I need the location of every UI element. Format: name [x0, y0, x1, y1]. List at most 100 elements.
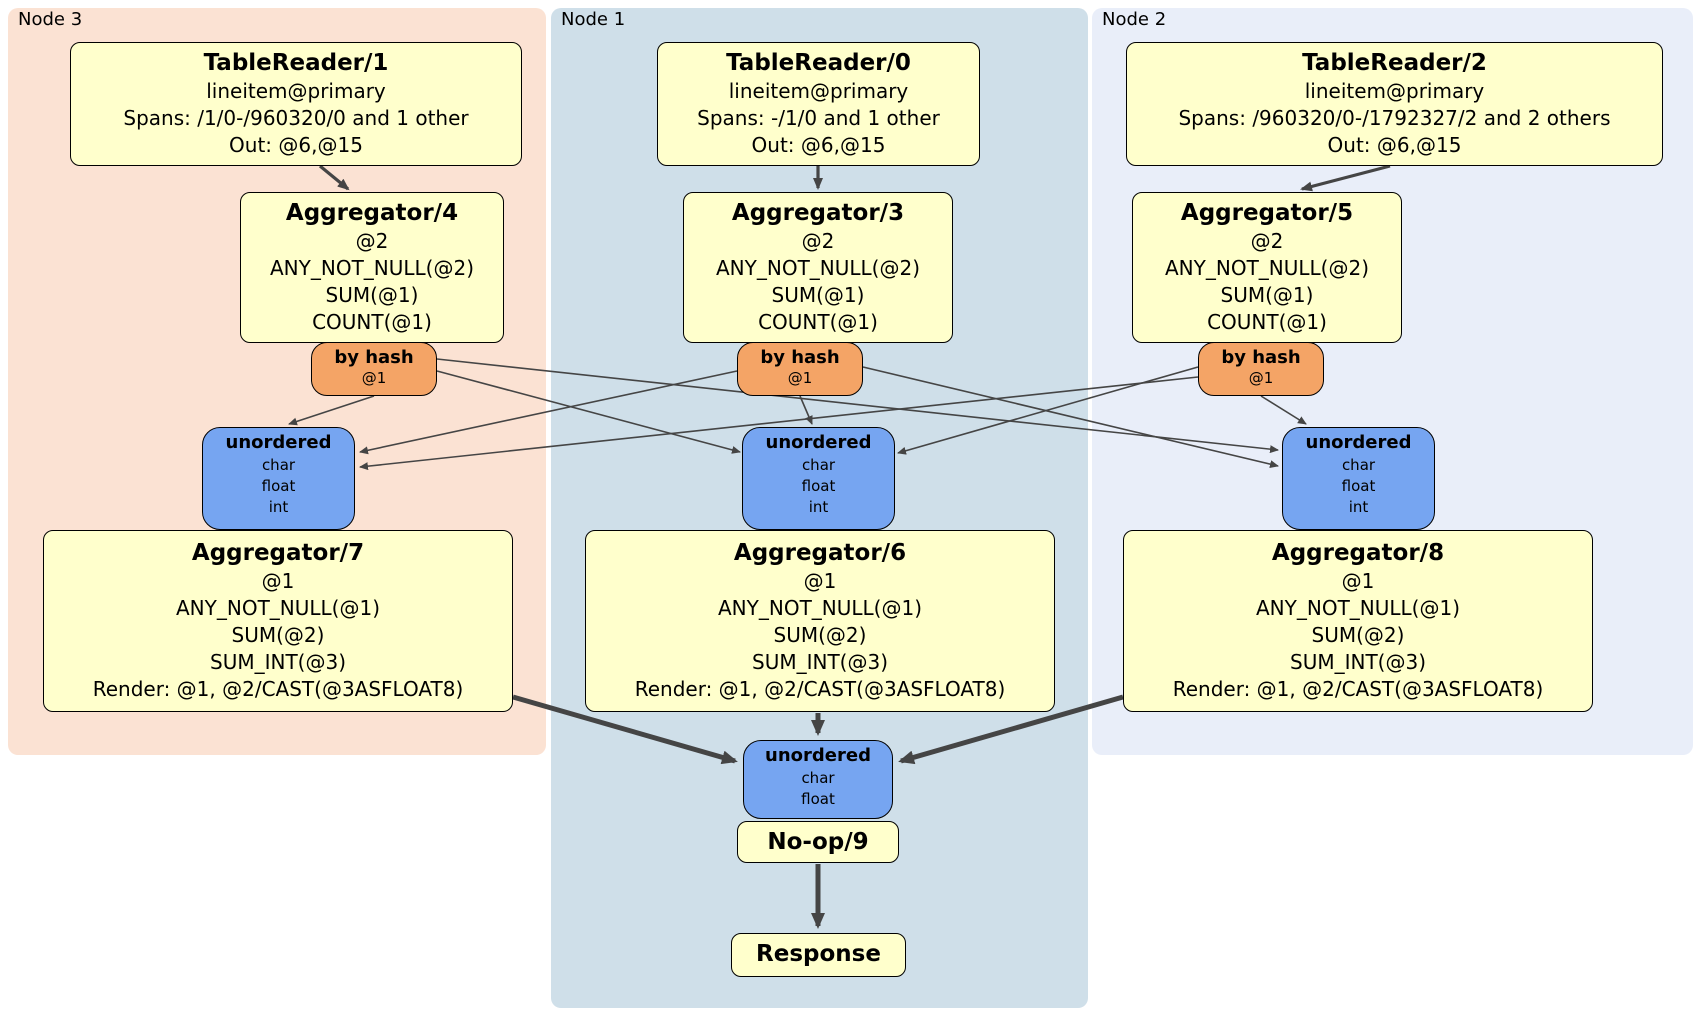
tablereader-2-spans: Spans: /960320/0-/1792327/2 and 2 others: [1178, 106, 1611, 130]
aggregator-7-title: Aggregator/7: [191, 540, 365, 566]
noop-title: No-op/9: [767, 829, 869, 855]
aggregator-3-title: Aggregator/3: [731, 200, 905, 226]
aggregator-8-fn3: SUM_INT(@3): [1290, 650, 1426, 674]
aggregator-5-fn1: ANY_NOT_NULL(@2): [1165, 256, 1369, 280]
aggregator-4-fn2: SUM(@1): [325, 283, 419, 307]
edge-r3-s2: [862, 366, 1279, 469]
sync-unordered-final: unordered char float: [743, 740, 893, 819]
edge-r5-s1: [897, 366, 1199, 455]
sync-final-type2: float: [801, 790, 835, 808]
tablereader-1-spans: Spans: /1/0-/960320/0 and 1 other: [123, 106, 469, 130]
aggregator-8-render: Render: @1, @2/CAST(@3ASFLOAT8): [1172, 677, 1544, 701]
aggregator-3-fn2: SUM(@1): [771, 283, 865, 307]
edge-r5-s3: [359, 376, 1199, 471]
sync-unordered-node2: unordered char float int: [1282, 427, 1435, 530]
sync-node2-type1: char: [1341, 456, 1376, 474]
aggregator-8-title: Aggregator/8: [1271, 540, 1445, 566]
sync-node1-type2: float: [801, 477, 836, 495]
aggregator-5-fn3: COUNT(@1): [1207, 310, 1327, 334]
router-node2-column: @1: [1248, 369, 1274, 387]
tablereader-1-index: lineitem@primary: [206, 79, 386, 103]
edge-r4-s2: [436, 358, 1279, 454]
response-box: Response: [731, 933, 906, 977]
aggregator-4-group: @2: [355, 229, 389, 253]
aggregator-5-box: Aggregator/5 @2 ANY_NOT_NULL(@2) SUM(@1)…: [1132, 192, 1402, 343]
aggregator-7-fn2: SUM(@2): [231, 623, 325, 647]
sync-node2-type3: int: [1348, 498, 1369, 516]
aggregator-8-fn1: ANY_NOT_NULL(@1): [1256, 596, 1460, 620]
aggregator-6-fn3: SUM_INT(@3): [752, 650, 888, 674]
aggregator-8-group: @1: [1341, 569, 1375, 593]
aggregator-5-fn2: SUM(@1): [1220, 283, 1314, 307]
sync-final-label: unordered: [765, 745, 871, 766]
tablereader-0-spans: Spans: -/1/0 and 1 other: [697, 106, 940, 130]
aggregator-7-group: @1: [261, 569, 295, 593]
edge-r5-s2: [1260, 395, 1307, 425]
aggregator-6-box: Aggregator/6 @1 ANY_NOT_NULL(@1) SUM(@2)…: [585, 530, 1055, 712]
aggregator-7-fn3: SUM_INT(@3): [210, 650, 346, 674]
node3-label: Node 3: [18, 9, 83, 30]
aggregator-8-box: Aggregator/8 @1 ANY_NOT_NULL(@1) SUM(@2)…: [1123, 530, 1593, 712]
tablereader-2-out: Out: @6,@15: [1327, 133, 1462, 157]
sync-node3-label: unordered: [225, 432, 332, 453]
aggregator-3-box: Aggregator/3 @2 ANY_NOT_NULL(@2) SUM(@1)…: [683, 192, 953, 343]
aggregator-6-fn2: SUM(@2): [773, 623, 867, 647]
sync-final-type1: char: [801, 769, 835, 787]
aggregator-7-box: Aggregator/7 @1 ANY_NOT_NULL(@1) SUM(@2)…: [43, 530, 513, 712]
router-node2-label: by hash: [1221, 347, 1301, 368]
sync-node3-type2: float: [261, 477, 296, 495]
router-node1-label: by hash: [760, 347, 840, 368]
edge-agg8-sfinal: [898, 694, 1124, 765]
router-by-hash-node2: by hash @1: [1198, 342, 1324, 396]
aggregator-3-group: @2: [801, 229, 835, 253]
noop-box: No-op/9: [737, 821, 899, 863]
tablereader-2-box: TableReader/2 lineitem@primary Spans: /9…: [1126, 42, 1663, 166]
aggregator-6-title: Aggregator/6: [733, 540, 907, 566]
edge-tr2-agg5: [1300, 164, 1391, 192]
tablereader-1-title: TableReader/1: [203, 50, 389, 76]
aggregator-5-title: Aggregator/5: [1180, 200, 1354, 226]
edge-agg7-sfinal: [512, 694, 738, 765]
router-node3-column: @1: [361, 369, 387, 387]
sync-unordered-node3: unordered char float int: [202, 427, 355, 530]
router-by-hash-node1: by hash @1: [737, 342, 863, 396]
edge-tr1-agg4: [318, 164, 350, 191]
aggregator-4-fn3: COUNT(@1): [312, 310, 432, 334]
sync-node2-type2: float: [1341, 477, 1376, 495]
aggregator-3-fn1: ANY_NOT_NULL(@2): [716, 256, 920, 280]
aggregator-7-render: Render: @1, @2/CAST(@3ASFLOAT8): [92, 677, 464, 701]
tablereader-0-index: lineitem@primary: [728, 79, 909, 103]
aggregator-4-box: Aggregator/4 @2 ANY_NOT_NULL(@2) SUM(@1)…: [240, 192, 504, 343]
tablereader-0-box: TableReader/0 lineitem@primary Spans: -/…: [657, 42, 980, 166]
tablereader-0-out: Out: @6,@15: [751, 133, 886, 157]
tablereader-1-out: Out: @6,@15: [229, 133, 363, 157]
edge-r4-s1: [436, 370, 741, 454]
tablereader-0-title: TableReader/0: [726, 50, 911, 76]
sync-node1-type1: char: [801, 456, 836, 474]
aggregator-3-fn3: COUNT(@1): [758, 310, 878, 334]
aggregator-4-fn1: ANY_NOT_NULL(@2): [270, 256, 474, 280]
response-title: Response: [756, 941, 881, 967]
aggregator-6-group: @1: [803, 569, 837, 593]
aggregator-5-group: @2: [1250, 229, 1284, 253]
tablereader-2-index: lineitem@primary: [1304, 79, 1485, 103]
tablereader-2-title: TableReader/2: [1302, 50, 1487, 76]
node2-label: Node 2: [1102, 9, 1167, 30]
tablereader-1-box: TableReader/1 lineitem@primary Spans: /1…: [70, 42, 522, 166]
sync-node3-type3: int: [268, 498, 289, 516]
sync-unordered-node1: unordered char float int: [742, 427, 895, 530]
aggregator-8-fn2: SUM(@2): [1311, 623, 1405, 647]
node1-label: Node 1: [561, 9, 626, 30]
sync-node1-type3: int: [808, 498, 829, 516]
router-by-hash-node3: by hash @1: [311, 342, 437, 396]
sync-node3-type1: char: [261, 456, 296, 474]
sync-node2-label: unordered: [1305, 432, 1412, 453]
router-node3-label: by hash: [334, 347, 414, 368]
aggregator-7-fn1: ANY_NOT_NULL(@1): [176, 596, 380, 620]
aggregator-6-fn1: ANY_NOT_NULL(@1): [718, 596, 922, 620]
router-node1-column: @1: [787, 369, 813, 387]
aggregator-4-title: Aggregator/4: [285, 200, 459, 226]
aggregator-6-render: Render: @1, @2/CAST(@3ASFLOAT8): [634, 677, 1006, 701]
